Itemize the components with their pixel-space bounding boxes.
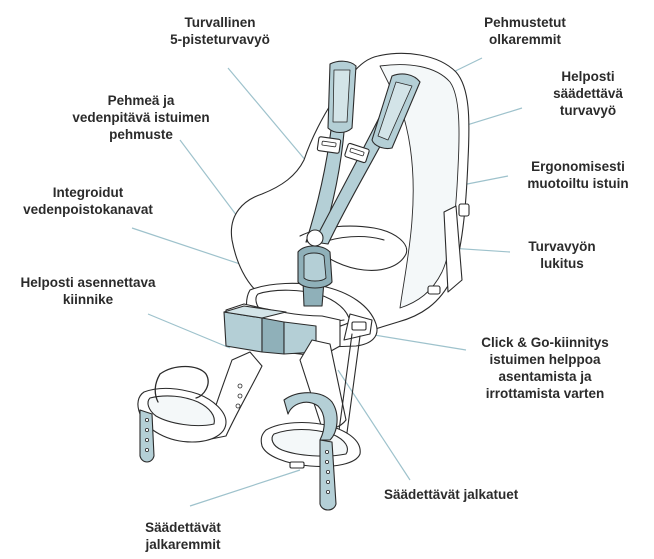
leader-foot-straps [190,470,300,506]
label-adjustable-belt-line-1: Helposti [536,68,640,85]
label-buckle-line-2: lukitus [512,255,612,272]
left-pad-inner [333,70,350,122]
click-go-button [352,322,366,330]
label-harness-line-1: Turvallinen [142,14,298,31]
label-shoulder-pads-line-1: Pehmustetut [460,14,590,31]
label-mount: Helposti asennettava kiinnike [0,274,176,308]
label-ergonomic-line-2: muotoiltu istuin [508,175,648,192]
label-buckle: Turvavyön lukitus [512,238,612,272]
label-footrests-line-1: Säädettävät jalkatuet [384,486,574,503]
label-drainage-line-1: Integroidut [0,184,176,201]
leader-footrests [338,370,410,480]
buckle-face [304,253,326,281]
label-click-go: Click & Go-kiinnitys istuimen helppoa as… [462,334,628,402]
label-shoulder-pads: Pehmustetut olkaremmit [460,14,590,48]
label-drainage: Integroidut vedenpoistokanavat [0,184,176,218]
side-slot-lower [428,286,440,294]
label-foot-straps-line-2: jalkaremmit [128,536,238,553]
label-cushion-line-3: pehmuste [56,126,226,143]
label-click-go-line-1: Click & Go-kiinnitys [462,334,628,351]
right-footrest-clip [290,462,304,468]
leader-click-go [368,334,466,350]
label-ergonomic-line-1: Ergonomisesti [508,158,648,175]
label-foot-straps: Säädettävät jalkaremmit [128,519,238,553]
label-drainage-line-2: vedenpoistokanavat [0,201,176,218]
label-adjustable-belt-line-3: turvavyö [536,102,640,119]
side-slot-upper [459,204,469,216]
label-click-go-line-2: istuimen helppoa [462,351,628,368]
label-harness: Turvallinen 5-pisteturvavyö [142,14,298,48]
left-foot-strap-tail [140,410,154,462]
label-cushion-line-2: vedenpitävä istuimen [56,109,226,126]
label-adjustable-belt: Helposti säädettävä turvavyö [536,68,640,119]
mount-clamp-front [224,312,262,352]
label-shoulder-pads-line-2: olkaremmit [460,31,590,48]
label-harness-line-2: 5-pisteturvavyö [142,31,298,48]
mount-clamp-side [262,318,284,354]
label-click-go-line-4: irrottamista varten [462,385,628,402]
label-mount-line-2: kiinnike [0,291,176,308]
label-cushion-line-1: Pehmeä ja [56,92,226,109]
label-adjustable-belt-line-2: säädettävä [536,85,640,102]
label-foot-straps-line-1: Säädettävät [128,519,238,536]
label-cushion: Pehmeä ja vedenpitävä istuimen pehmuste [56,92,226,143]
leader-mount [148,314,230,348]
label-mount-line-1: Helposti asennettava [0,274,176,291]
buckle-release [307,230,323,246]
label-buckle-line-1: Turvavyön [512,238,612,255]
leader-harness [228,68,312,168]
label-footrests: Säädettävät jalkatuet [384,486,574,503]
label-click-go-line-3: asentamista ja [462,368,628,385]
label-ergonomic: Ergonomisesti muotoiltu istuin [508,158,648,192]
